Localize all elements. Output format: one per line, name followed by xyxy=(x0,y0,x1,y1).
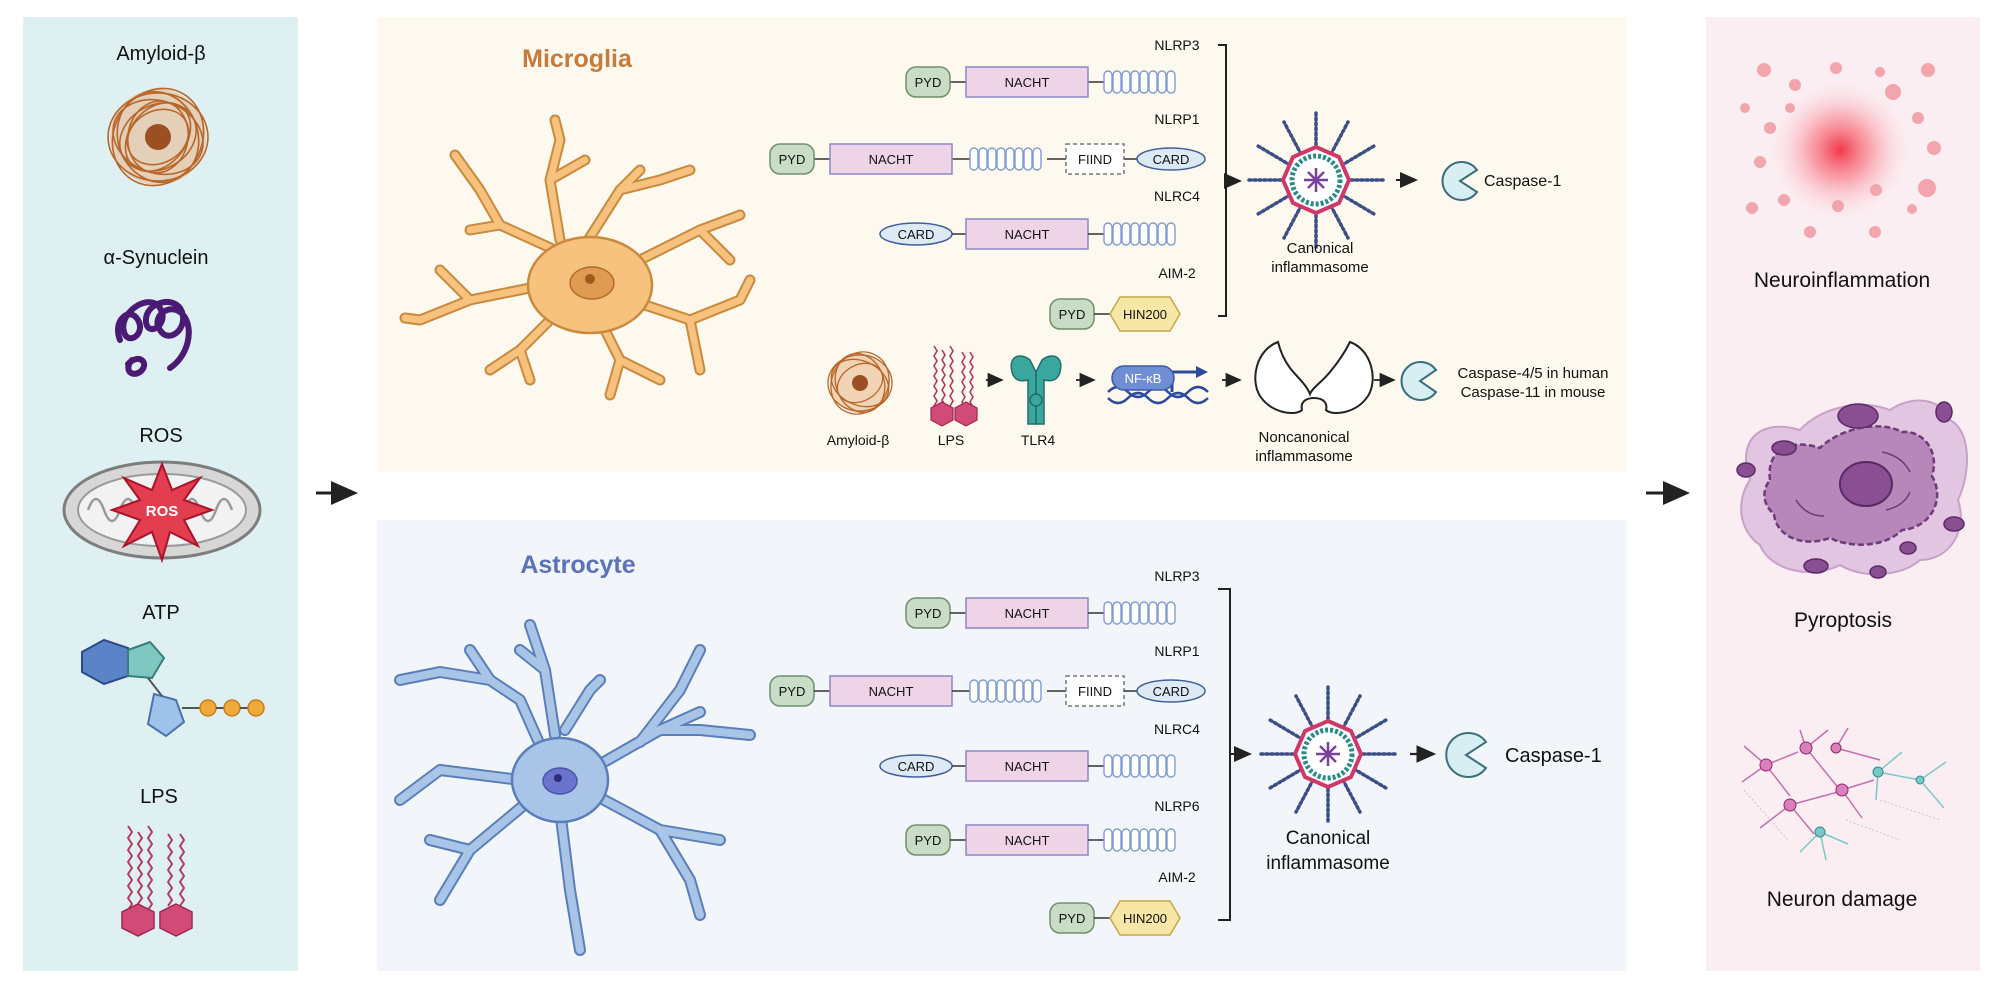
trigger-label-lps: LPS xyxy=(140,786,178,808)
astrocyte-caspase1-icon xyxy=(1445,732,1488,778)
noncanonical-amyloid-label: Amyloid-β xyxy=(827,432,890,448)
pyd-domain: PYD xyxy=(1059,307,1086,322)
nacht-domain: NACHT xyxy=(1005,606,1050,621)
nfkb-label: NF-κB xyxy=(1125,371,1162,386)
fiind-domain: FIIND xyxy=(1078,152,1112,167)
aim2-label: AIM-2 xyxy=(1158,869,1196,885)
aim2-label: AIM-2 xyxy=(1158,265,1196,281)
outcome-label-pyroptosis: Pyroptosis xyxy=(1794,609,1892,632)
card-domain: CARD xyxy=(898,227,935,242)
microglia-nlrp3-row: NLRP3 PYD NACHT xyxy=(905,37,1200,98)
pyd-domain: PYD xyxy=(915,606,942,621)
microglia-caspase1-label: Caspase-1 xyxy=(1484,173,1561,190)
nacht-domain: NACHT xyxy=(869,684,914,699)
noncanonical-amyloid-icon xyxy=(827,351,893,415)
nlrp3-label: NLRP3 xyxy=(1154,568,1199,584)
nacht-domain: NACHT xyxy=(1005,75,1050,90)
nacht-domain: NACHT xyxy=(869,152,914,167)
neuron-network-icon xyxy=(1741,727,1947,861)
noncanonical-inflammasome-icon xyxy=(1254,340,1374,414)
card-domain: CARD xyxy=(1153,152,1190,167)
tlr4-label: TLR4 xyxy=(1021,432,1055,448)
outcome-label-neuroinflammation: Neuroinflammation xyxy=(1754,269,1930,292)
card-domain: CARD xyxy=(898,759,935,774)
nlrc4-label: NLRC4 xyxy=(1154,721,1200,737)
microglia-aim2-row: AIM-2 PYD HIN200 xyxy=(1049,265,1196,332)
microglia-bracket xyxy=(1218,44,1242,317)
nlrp3-label: NLRP3 xyxy=(1154,37,1199,53)
pyroptotic-cell-icon xyxy=(1736,399,1968,579)
noncanonical-caspase-icon xyxy=(1400,361,1438,401)
pyd-domain: PYD xyxy=(1059,911,1086,926)
noncanonical-caspase-label-2: Caspase-11 in mouse xyxy=(1461,384,1606,401)
astrocyte-canonical-label-1: Canonical xyxy=(1286,828,1371,849)
pyd-domain: PYD xyxy=(779,684,806,699)
astrocyte-nlrc4-row: NLRC4 CARD NACHT xyxy=(879,721,1200,782)
microglia-cell-icon xyxy=(399,114,756,401)
noncanonical-label-2: inflammasome xyxy=(1255,448,1353,465)
neuroinflammation-icon xyxy=(1740,62,1941,238)
microglia-title: Microglia xyxy=(522,45,633,73)
trigger-label-amyloid: Amyloid-β xyxy=(116,43,205,65)
hin200-domain: HIN200 xyxy=(1123,911,1167,926)
nlrp1-label: NLRP1 xyxy=(1154,111,1199,127)
nlrp6-label: NLRP6 xyxy=(1154,798,1199,814)
nacht-domain: NACHT xyxy=(1005,759,1050,774)
trigger-label-ros: ROS xyxy=(139,425,182,447)
nlrc4-label: NLRC4 xyxy=(1154,188,1200,204)
noncanonical-caspase-label-1: Caspase-4/5 in human xyxy=(1458,365,1609,382)
astrocyte-canonical-label-2: inflammasome xyxy=(1266,853,1390,874)
amyloid-fibril-icon xyxy=(107,87,209,187)
microglia-nlrp1-row: NLRP1 PYD NACHT FIIND CARD xyxy=(769,111,1206,175)
lps-molecule-icon xyxy=(121,825,193,937)
mitochondrion-ros-icon: ROS xyxy=(62,460,262,564)
tlr4-receptor-icon xyxy=(1010,355,1062,425)
trigger-label-atp: ATP xyxy=(142,602,179,624)
astrocyte-nlrp1-row: NLRP1 PYD NACHT FIIND CARD xyxy=(769,643,1206,707)
pyd-domain: PYD xyxy=(779,152,806,167)
ros-badge: ROS xyxy=(146,503,179,520)
nlrp1-label: NLRP1 xyxy=(1154,643,1199,659)
pyd-domain: PYD xyxy=(915,75,942,90)
noncanonical-lps-icon xyxy=(930,345,978,427)
nacht-domain: NACHT xyxy=(1005,227,1050,242)
pyd-domain: PYD xyxy=(915,833,942,848)
atp-molecule-icon xyxy=(81,638,265,738)
nacht-domain: NACHT xyxy=(1005,833,1050,848)
microglia-canonical-label-1: Canonical xyxy=(1287,240,1354,257)
microglia-nlrc4-row: NLRC4 CARD NACHT xyxy=(879,188,1200,250)
microglia-caspase1-icon xyxy=(1441,161,1479,201)
astrocyte-cell-icon xyxy=(394,619,756,956)
noncanonical-lps-label: LPS xyxy=(938,432,964,448)
astrocyte-nlrp6-row: NLRP6 PYD NACHT xyxy=(905,798,1200,856)
outcome-label-neuron-damage: Neuron damage xyxy=(1767,888,1918,911)
synuclein-coil-icon xyxy=(115,299,192,377)
card-domain: CARD xyxy=(1153,684,1190,699)
hin200-domain: HIN200 xyxy=(1123,307,1167,322)
astrocyte-nlrp3-row: NLRP3 PYD NACHT xyxy=(905,568,1200,629)
microglia-canonical-label-2: inflammasome xyxy=(1271,259,1369,276)
noncanonical-label-1: Noncanonical xyxy=(1259,429,1350,446)
trigger-label-synuclein: α-Synuclein xyxy=(104,247,209,269)
astrocyte-bracket xyxy=(1218,588,1252,921)
nfkb-dna-icon: NF-κB xyxy=(1107,365,1209,405)
astrocyte-title: Astrocyte xyxy=(520,551,635,579)
astrocyte-aim2-row: AIM-2 PYD HIN200 xyxy=(1049,869,1196,936)
astrocyte-caspase1-label: Caspase-1 xyxy=(1505,745,1602,767)
fiind-domain: FIIND xyxy=(1078,684,1112,699)
